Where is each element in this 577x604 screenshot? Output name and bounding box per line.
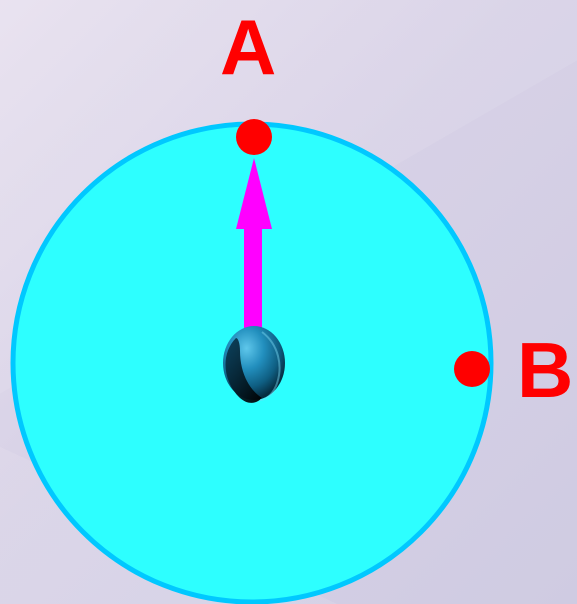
magenta-arrow-icon <box>236 158 272 229</box>
arrow-shaft <box>244 228 262 336</box>
point-a-label: A <box>220 3 277 91</box>
direction-arrow <box>236 158 272 336</box>
point-b-label: B <box>517 326 574 414</box>
point-b-marker <box>454 351 490 387</box>
point-a-marker <box>236 119 272 155</box>
blue-sphere-icon <box>223 326 285 403</box>
